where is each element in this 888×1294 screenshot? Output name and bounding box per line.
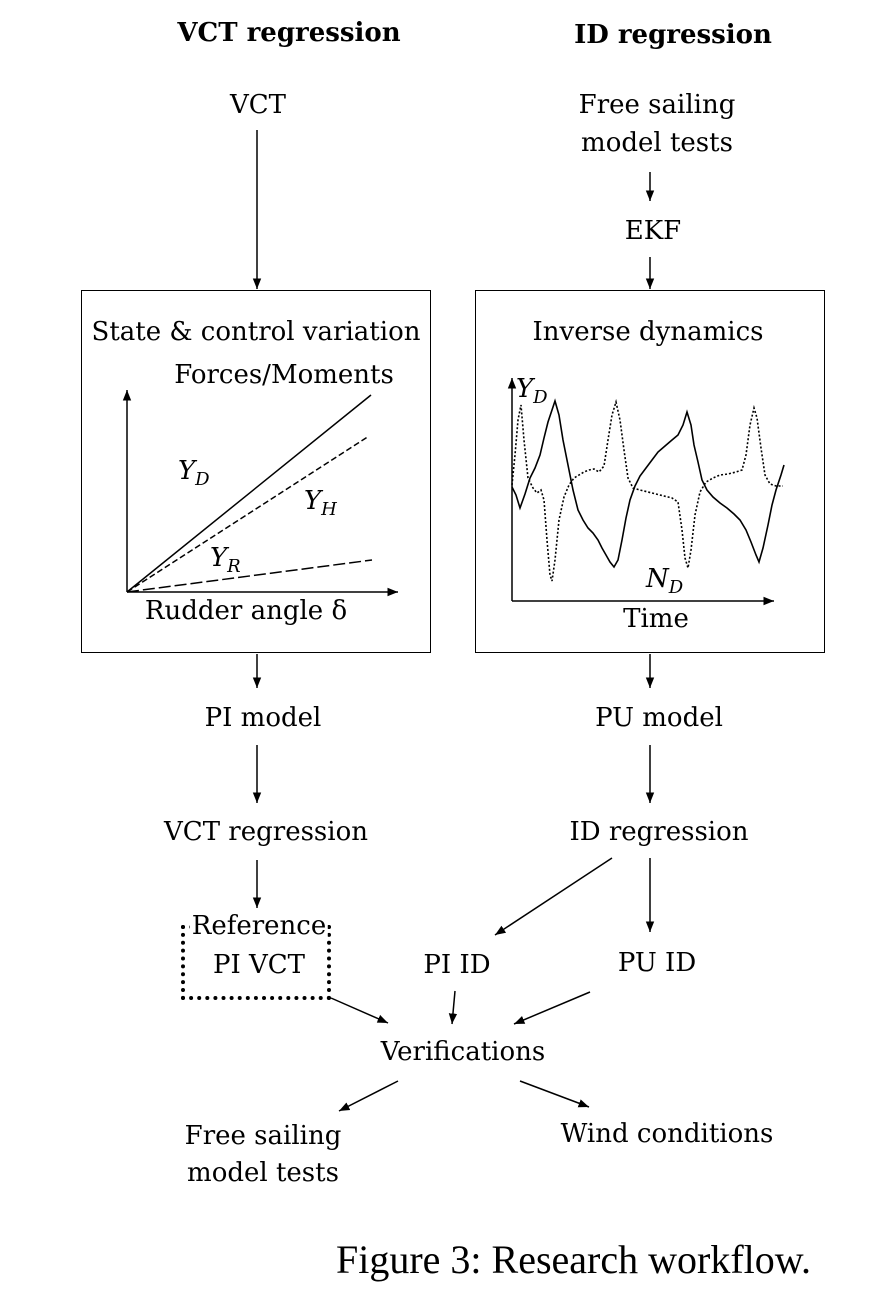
vct-box-title: State & control variation [91,317,421,347]
pu-model-node: PU model [595,703,723,733]
label-yh: YH [304,486,337,521]
id-box-title: Inverse dynamics [532,317,764,347]
free-sailing-outcome-line1: Free sailing [184,1121,342,1151]
vct-regression-node: VCT regression [164,817,368,847]
label-nd: ND [646,564,684,599]
curve-nd [511,398,783,582]
arrow-id-regression-to-pi-id [494,857,613,936]
wind-conditions-outcome: Wind conditions [560,1119,774,1149]
id-box [475,290,825,653]
label-yd-left: YD [178,456,210,491]
line-yd [126,394,372,593]
ekf-node: EKF [624,216,682,246]
vct-box [81,290,431,653]
label-yr: YR [210,543,241,578]
vct-x-axis-label: Rudder angle δ [144,596,348,626]
id-x-axis-label: Time [623,604,689,634]
figure-caption: Figure 3: Research workflow. [336,1237,812,1282]
label-yd-right: YD [516,374,548,409]
free-sailing-outcome-line2: model tests [187,1158,339,1188]
arrow-reference-to-verifications [330,997,389,1024]
line-yr [126,559,373,593]
pi-vct-node: PI VCT [212,950,306,980]
arrow-pu-id-to-verifications [513,991,591,1025]
free-sailing-node-line2: model tests [581,128,733,158]
curve-yd [511,398,785,569]
line-yh [126,435,370,593]
pi-model-node: PI model [204,703,322,733]
header-id-regression: ID regression [574,20,772,50]
header-vct-regression: VCT regression [177,18,401,48]
verifications-node: Verifications [380,1037,546,1067]
reference-label: Reference [189,911,329,941]
arrow-pi-id-to-verifications [448,990,458,1025]
arrow-verifications-to-wind [519,1080,590,1108]
arrow-verifications-to-free-sailing [338,1080,399,1112]
vct-node: VCT [229,90,287,120]
pi-id-node: PI ID [423,950,491,980]
vct-y-axis-label: Forces/Moments [174,360,394,390]
free-sailing-node-line1: Free sailing [578,90,736,120]
id-regression-node: ID regression [569,817,749,847]
pu-id-node: PU ID [617,948,697,978]
